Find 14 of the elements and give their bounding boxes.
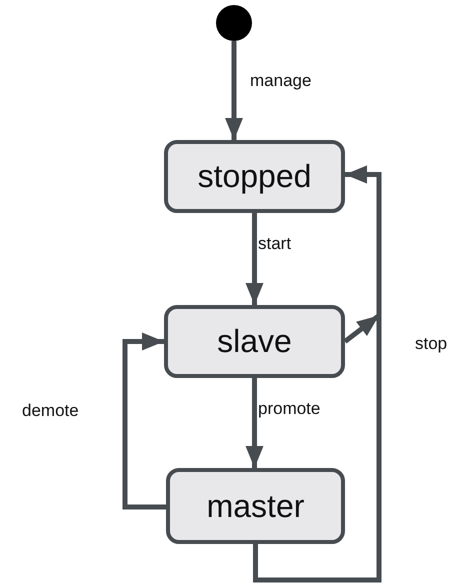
state-box (164, 140, 345, 213)
edge-label: stop (415, 335, 448, 354)
state-name: stopped (198, 158, 312, 195)
edge-label: promote (258, 400, 320, 419)
transition-arrow (225, 41, 243, 140)
transition-arrow (253, 166, 382, 582)
state-name: master (206, 488, 304, 524)
state-name: slave (217, 323, 292, 360)
state-box (164, 305, 345, 378)
transition-arrow (246, 213, 264, 305)
transition-arrow (122, 332, 166, 510)
initial-state-dot (216, 5, 252, 41)
state-box (166, 468, 345, 544)
transition-arrow (246, 378, 264, 468)
